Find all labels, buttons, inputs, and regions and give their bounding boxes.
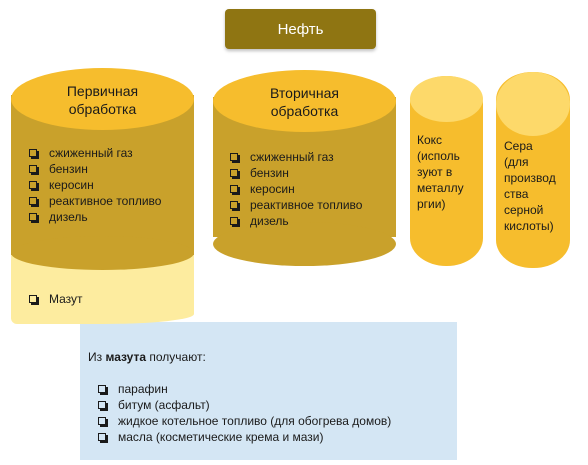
secondary-products-list: сжиженный газ бензин керосин реактивное … bbox=[230, 149, 362, 229]
checkbox-bullet-icon bbox=[98, 417, 108, 427]
intro-suffix: получают: bbox=[146, 350, 206, 364]
mazut-callout bbox=[80, 322, 457, 460]
list-item: парафин bbox=[98, 381, 391, 397]
checkbox-bullet-icon bbox=[29, 165, 39, 175]
item-text: реактивное топливо bbox=[250, 198, 363, 212]
item-text: сжиженный газ bbox=[49, 146, 133, 160]
checkbox-bullet-icon bbox=[230, 169, 240, 179]
item-text: сжиженный газ bbox=[250, 150, 334, 164]
checkbox-bullet-icon bbox=[230, 217, 240, 227]
checkbox-bullet-icon bbox=[230, 153, 240, 163]
item-text: масла (косметические крема и мази) bbox=[118, 430, 324, 444]
list-item: керосин bbox=[230, 181, 362, 197]
checkbox-bullet-icon bbox=[29, 213, 39, 223]
item-text: бензин bbox=[49, 162, 88, 176]
secondary-top-ellipse bbox=[213, 70, 396, 132]
item-text: бензин bbox=[250, 166, 289, 180]
list-item: керосин bbox=[29, 177, 161, 193]
oil-box: Нефть bbox=[225, 9, 376, 49]
list-item: масла (косметические крема и мази) bbox=[98, 429, 391, 445]
checkbox-bullet-icon bbox=[29, 149, 39, 159]
list-item: сжиженный газ bbox=[230, 149, 362, 165]
intro-bold: мазута bbox=[105, 350, 147, 364]
primary-title-line1: Первичная bbox=[66, 83, 139, 99]
checkbox-bullet-icon bbox=[29, 181, 39, 191]
secondary-title-line1: Вторичная bbox=[270, 85, 339, 101]
coke-line: зуют в bbox=[417, 165, 453, 179]
sulfur-line: производ bbox=[504, 171, 556, 185]
checkbox-bullet-icon bbox=[98, 401, 108, 411]
secondary-title: Вторичная обработка bbox=[213, 84, 396, 120]
secondary-bottom-ellipse bbox=[213, 222, 396, 266]
item-text: дизель bbox=[49, 210, 88, 224]
item-text: битум (асфальт) bbox=[118, 398, 210, 412]
list-item: битум (асфальт) bbox=[98, 397, 391, 413]
list-item: реактивное топливо bbox=[230, 197, 362, 213]
intro-prefix: Из bbox=[88, 350, 106, 364]
oil-title: Нефть bbox=[277, 20, 324, 38]
list-item: бензин bbox=[29, 161, 161, 177]
coke-top-ellipse bbox=[410, 76, 483, 122]
checkbox-bullet-icon bbox=[29, 197, 39, 207]
coke-line: Кокс bbox=[417, 133, 443, 147]
sulfur-label: Сера (для производ ства серной кислоты) bbox=[504, 138, 570, 234]
item-text: парафин bbox=[118, 382, 168, 396]
mazut-products-list: парафин битум (асфальт) жидкое котельное… bbox=[98, 381, 391, 445]
checkbox-bullet-icon bbox=[230, 201, 240, 211]
mazut-list: Мазут bbox=[29, 291, 83, 307]
sulfur-line: кислоты) bbox=[504, 219, 554, 233]
sulfur-line: (для bbox=[504, 155, 529, 169]
primary-products-list: сжиженный газ бензин керосин реактивное … bbox=[29, 145, 161, 225]
coke-line: (исполь bbox=[417, 149, 460, 163]
item-text: керосин bbox=[49, 178, 94, 192]
item-text: керосин bbox=[250, 182, 295, 196]
sulfur-line: ства bbox=[504, 187, 529, 201]
primary-top-ellipse bbox=[11, 68, 194, 130]
sulfur-line: серной bbox=[504, 203, 544, 217]
mazut-label: Мазут bbox=[49, 292, 83, 306]
checkbox-bullet-icon bbox=[29, 295, 39, 305]
primary-title: Первичная обработка bbox=[11, 82, 194, 118]
list-item: дизель bbox=[230, 213, 362, 229]
checkbox-bullet-icon bbox=[98, 433, 108, 443]
checkbox-bullet-icon bbox=[230, 185, 240, 195]
list-item: сжиженный газ bbox=[29, 145, 161, 161]
list-item: реактивное топливо bbox=[29, 193, 161, 209]
item-text: реактивное топливо bbox=[49, 194, 162, 208]
list-item: дизель bbox=[29, 209, 161, 225]
item-text: дизель bbox=[250, 214, 289, 228]
callout-intro: Из мазута получают: bbox=[88, 349, 206, 365]
sulfur-top-ellipse bbox=[496, 72, 570, 136]
secondary-title-line2: обработка bbox=[270, 103, 339, 119]
checkbox-bullet-icon bbox=[98, 385, 108, 395]
coke-line: металлу bbox=[417, 181, 464, 195]
list-item: жидкое котельное топливо (для обогрева д… bbox=[98, 413, 391, 429]
sulfur-line: Сера bbox=[504, 139, 533, 153]
list-item: Мазут bbox=[29, 291, 83, 307]
primary-title-line2: обработка bbox=[68, 101, 137, 117]
coke-line: ргии) bbox=[417, 197, 446, 211]
coke-label: Кокс (исполь зуют в металлу ргии) bbox=[417, 132, 483, 212]
item-text: жидкое котельное топливо (для обогрева д… bbox=[118, 414, 392, 428]
primary-bottom-ellipse bbox=[11, 236, 194, 270]
list-item: бензин bbox=[230, 165, 362, 181]
